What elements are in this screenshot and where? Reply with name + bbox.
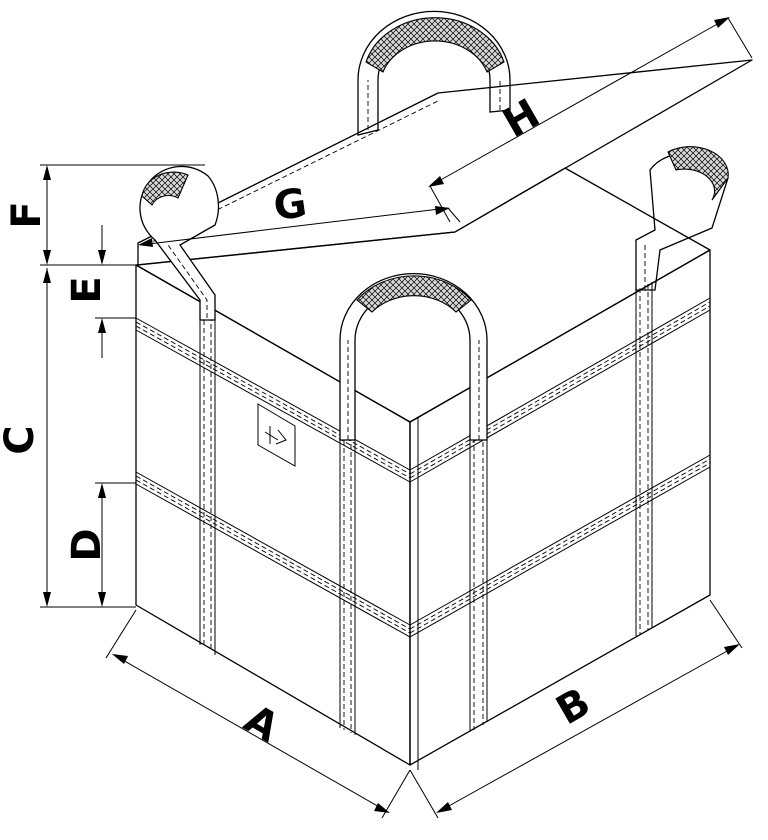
- front-loop: [339, 273, 488, 441]
- label-a: A: [237, 696, 287, 751]
- dimension-left: [40, 164, 205, 608]
- dimension-g: [138, 206, 461, 247]
- left-loop: [139, 165, 220, 321]
- label-e: E: [64, 276, 110, 303]
- top-flap: [137, 59, 753, 266]
- left-face-straps: [199, 310, 356, 735]
- label-g: G: [271, 180, 310, 230]
- left-bands: [135, 317, 411, 638]
- label-c: C: [0, 425, 43, 454]
- label-d: D: [64, 528, 110, 561]
- dimension-h: [428, 17, 753, 223]
- document-pouch: [257, 403, 296, 467]
- right-bands: [409, 297, 711, 638]
- back-loop-right: [635, 146, 729, 291]
- dimension-b: [409, 599, 743, 819]
- label-f: F: [4, 201, 50, 228]
- back-loop-rear: [357, 10, 511, 136]
- right-face-straps: [469, 282, 653, 732]
- dimension-a: [105, 609, 411, 819]
- bag-right-face: [409, 249, 711, 766]
- label-b: B: [549, 679, 598, 734]
- bag-left-face: [135, 264, 411, 766]
